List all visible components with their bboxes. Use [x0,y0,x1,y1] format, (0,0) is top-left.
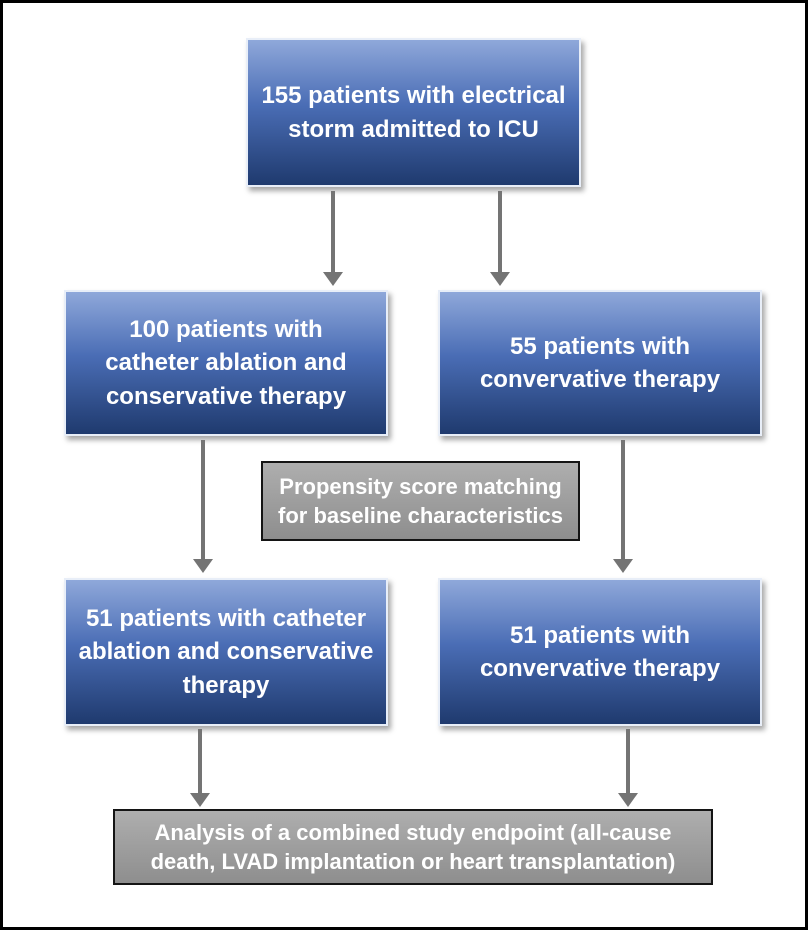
node-label-line: ablation and conservative [78,638,374,666]
node-label-line: convervative therapy [479,655,721,682]
arrow-shaft [621,440,625,559]
node-label-line: catheter ablation and [105,349,347,377]
node-label-line: 55 patients with [509,332,691,360]
arrow-ablation-to-matched [193,440,213,573]
node-label-line: conservative therapy [105,382,347,410]
arrow-shaft [198,729,202,793]
arrow-enrollment-to-ablation [323,191,343,286]
node-endpoint-analysis: Analysis of a combined study endpoint (a… [113,809,713,885]
arrow-shaft [201,440,205,559]
arrow-matched-ablation-to-endpoint [190,729,210,807]
node-label-line: 100 patients with [129,316,323,344]
node-matched-conservative-group: 51 patients with convervative therapy [438,578,762,726]
node-label-line: convervative therapy [479,366,721,393]
node-label-line: for baseline characteristics [278,503,563,528]
node-label-line: Propensity score matching [279,473,562,499]
node-label-line: death, LVAD implantation or heart transp… [150,849,676,874]
arrow-head-icon [190,793,210,807]
node-enrollment: 155 patients with electrical storm admit… [246,38,581,187]
arrow-enrollment-to-conservative [490,191,510,286]
node-label-line: 155 patients with electrical [261,82,566,110]
node-label-line: 51 patients with [509,621,691,649]
arrow-shaft [498,191,502,272]
arrow-head-icon [613,559,633,573]
arrow-head-icon [618,793,638,807]
arrow-matched-conservative-to-endpoint [618,729,638,807]
arrow-head-icon [323,272,343,286]
node-label-line: 51 patients with catheter [85,605,367,633]
node-conservative-group: 55 patients with convervative therapy [438,290,762,436]
node-label-line: Analysis of a combined study endpoint (a… [154,819,672,845]
arrow-shaft [626,729,630,793]
node-label-line: therapy [182,671,270,699]
node-label-line: storm admitted to ICU [288,115,539,143]
arrow-shaft [331,191,335,272]
node-matched-ablation-group: 51 patients with catheter ablation and c… [64,578,388,726]
arrow-conservative-to-matched [613,440,633,573]
node-ablation-group: 100 patients with catheter ablation and … [64,290,388,436]
arrow-head-icon [193,559,213,573]
arrow-head-icon [490,272,510,286]
node-propensity-matching: Propensity score matching for baseline c… [261,461,580,541]
